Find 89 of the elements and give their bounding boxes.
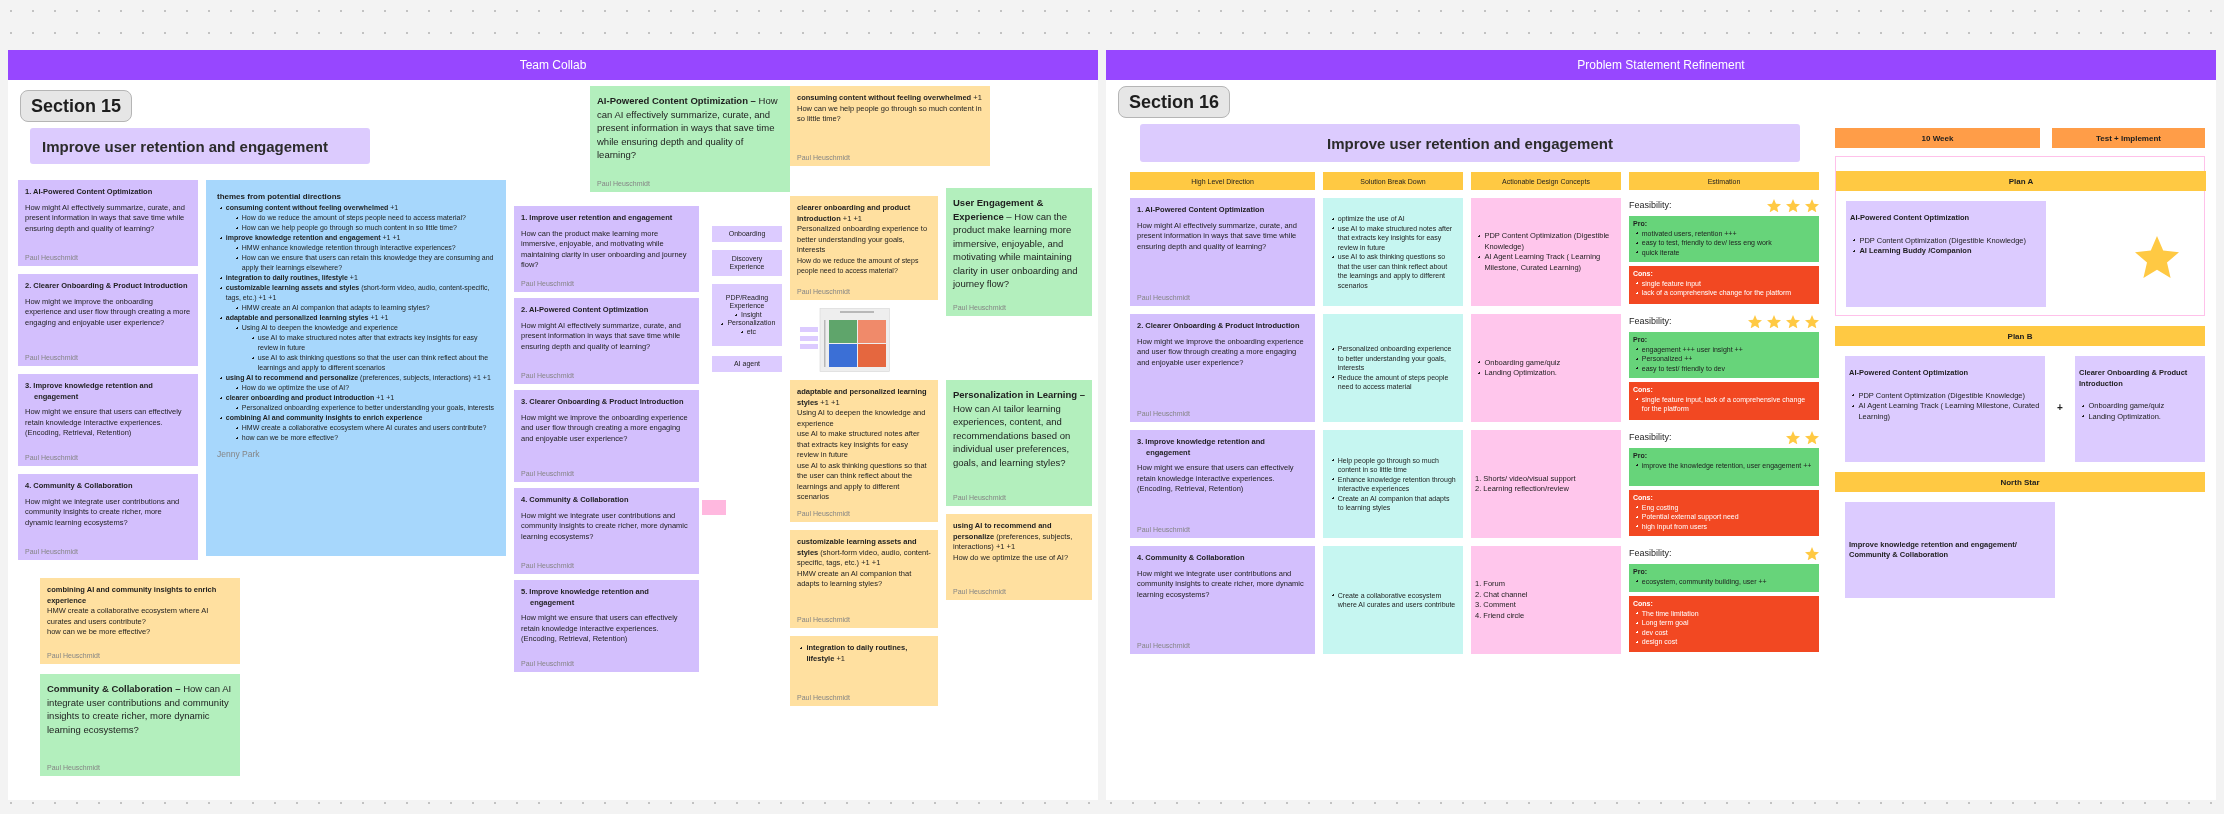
cons-note bbox=[1629, 266, 1819, 304]
note-text: Community & Collaboration – How can AI integrate user contributions and community insights to create richer, more dynamic learning ecosystems? bbox=[47, 682, 233, 736]
sticky-note bbox=[790, 196, 938, 300]
bar-label: Test + Implement bbox=[2096, 133, 2161, 143]
sticky-note bbox=[1471, 430, 1621, 538]
sticky-note bbox=[1323, 430, 1463, 538]
sticky-note bbox=[946, 380, 1092, 506]
bar-label: 10 Week bbox=[1921, 133, 1954, 143]
band-label: Plan B bbox=[2007, 331, 2033, 341]
sticky-note bbox=[206, 180, 506, 556]
sticky-note bbox=[1323, 546, 1463, 654]
title-banner bbox=[1140, 124, 1800, 162]
note-text: AI-Powered Content Optimization – How can AI effectively summarize, curate, and present information in ways that save time while ensuring depth and quality of learning? bbox=[597, 94, 779, 162]
sticky-note bbox=[590, 86, 790, 192]
sticky-note bbox=[1471, 314, 1621, 422]
sticky-note bbox=[790, 86, 990, 166]
pros-note bbox=[1629, 332, 1819, 378]
sticky-note bbox=[1323, 314, 1463, 422]
title-banner bbox=[30, 128, 370, 164]
sticky-note bbox=[40, 578, 240, 664]
section-label: Section 16 bbox=[1118, 86, 1230, 118]
sticky-note bbox=[1845, 356, 2045, 462]
cons-note bbox=[1629, 596, 1819, 652]
banner-title: Improve user retention and engagement bbox=[1327, 134, 1613, 152]
column-header bbox=[1130, 172, 1315, 190]
band-label: Plan A bbox=[2008, 176, 2034, 186]
sticky-note bbox=[790, 636, 938, 706]
header-title: Team Collab bbox=[519, 58, 587, 72]
band-label: North Star bbox=[2000, 477, 2040, 487]
column-header bbox=[1471, 172, 1621, 190]
column-header bbox=[1629, 172, 1819, 190]
sticky-note bbox=[1471, 546, 1621, 654]
sticky-note bbox=[18, 180, 198, 266]
plus-sign: + bbox=[2057, 402, 2063, 414]
sticky-note bbox=[514, 390, 699, 482]
section-panel bbox=[8, 80, 1098, 800]
header-bar bbox=[1106, 50, 2216, 80]
plan-band bbox=[1835, 472, 2205, 492]
column-header bbox=[1323, 172, 1463, 190]
pros-note bbox=[1629, 448, 1819, 486]
sticky-note bbox=[1130, 430, 1315, 538]
sticky-note bbox=[946, 514, 1092, 600]
sticky-note bbox=[1130, 198, 1315, 306]
section-label: Section 15 bbox=[20, 90, 132, 122]
tag-note bbox=[712, 356, 782, 372]
header-title: Problem Statement Refinement bbox=[1577, 58, 1745, 72]
plan-band bbox=[1835, 326, 2205, 346]
sticky-note bbox=[514, 488, 699, 574]
sticky-note bbox=[1323, 198, 1463, 306]
sticky-note bbox=[790, 530, 938, 628]
sticky-note bbox=[514, 298, 699, 384]
timeline-bar bbox=[2052, 128, 2205, 148]
timeline-bar bbox=[1835, 128, 2040, 148]
plan-band bbox=[1836, 171, 2206, 191]
sticky-note bbox=[946, 188, 1092, 316]
sticky-note bbox=[1845, 502, 2055, 598]
sticky-note bbox=[2075, 356, 2205, 462]
sticky-note bbox=[1130, 546, 1315, 654]
pros-note bbox=[1629, 216, 1819, 262]
tag-note bbox=[712, 226, 782, 242]
sticky-note bbox=[790, 380, 938, 522]
author-name: Jenny Park bbox=[217, 448, 261, 460]
pros-note bbox=[1629, 564, 1819, 592]
cons-note bbox=[1629, 382, 1819, 420]
banner-title: Improve user retention and engagement bbox=[42, 137, 328, 155]
tag-note bbox=[712, 250, 782, 276]
sticky-note bbox=[1471, 198, 1621, 306]
note-text: Personalization in Learning – How can AI tailor learning experiences, content, and recommendations based on individual user preferences, goals, and learning styles? bbox=[953, 388, 1085, 469]
sticky-note bbox=[18, 274, 198, 366]
sticky-note bbox=[1846, 201, 2046, 307]
section-panel bbox=[1106, 80, 2216, 800]
sticky-note bbox=[18, 374, 198, 466]
rating-label: Feasibility: bbox=[1629, 548, 1672, 559]
sticky-note bbox=[514, 580, 699, 672]
sticky-note bbox=[1130, 314, 1315, 422]
header-bar bbox=[8, 50, 1098, 80]
cons-note bbox=[1629, 490, 1819, 536]
sticky-note bbox=[702, 500, 726, 515]
sticky-note bbox=[40, 674, 240, 776]
rating-label: Feasibility: bbox=[1629, 432, 1672, 443]
sticky-note bbox=[18, 474, 198, 560]
quadrant-matrix bbox=[800, 308, 890, 372]
sticky-note bbox=[514, 206, 699, 292]
note-text: User Engagement & Experience – How can the product make learning more immersive, enjoyable, and motivating while maintaining clarity in user onboarding and journey flow? bbox=[953, 196, 1079, 291]
plan-frame bbox=[1835, 156, 2205, 316]
rating-label: Feasibility: bbox=[1629, 316, 1672, 327]
tag-note bbox=[712, 284, 782, 346]
rating-label: Feasibility: bbox=[1629, 200, 1672, 211]
note-heading: themes from potential directions bbox=[217, 191, 343, 203]
